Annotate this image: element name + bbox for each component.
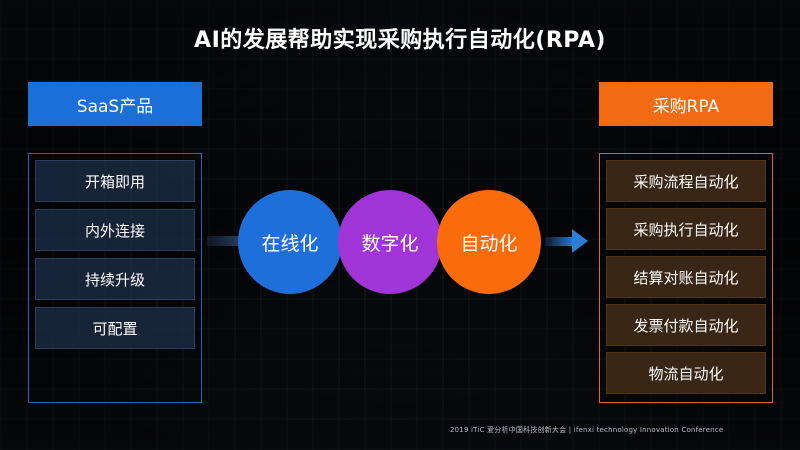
rpa-item: 结算对账自动化: [606, 256, 766, 298]
slide-title: AI的发展帮助实现采购执行自动化(RPA): [194, 28, 606, 53]
rpa-item: 发票付款自动化: [606, 304, 766, 346]
rpa-item: 采购流程自动化: [606, 160, 766, 202]
saas-item-label: 可配置: [92, 319, 138, 338]
circle-label: 在线化: [261, 232, 319, 255]
rpa-item: 采购执行自动化: [606, 208, 766, 250]
circle-label: 自动化: [460, 232, 518, 255]
circle-online: 在线化: [238, 190, 342, 294]
rpa-item-label: 发票付款自动化: [633, 316, 739, 335]
saas-item-label: 持续升级: [84, 270, 145, 289]
saas-header: SaaS产品: [28, 82, 202, 126]
saas-item: 内外连接: [35, 209, 195, 251]
circle-automation: 自动化: [437, 190, 541, 294]
left-connector: [207, 236, 255, 246]
rpa-item-label: 采购流程自动化: [633, 172, 739, 191]
saas-item: 开箱即用: [35, 160, 195, 202]
rpa-header: 采购RPA: [599, 82, 773, 126]
saas-item: 可配置: [35, 307, 195, 349]
arrow-right-shaft: [545, 237, 575, 246]
saas-item-label: 开箱即用: [84, 172, 145, 191]
arrow-right-icon: [572, 229, 588, 253]
rpa-item-label: 物流自动化: [648, 364, 724, 383]
saas-item: 持续升级: [35, 258, 195, 300]
rpa-item-label: 结算对账自动化: [633, 268, 739, 287]
footer-text: 2019 iTiC 爱分析中国科技创新大会 | ifenxi technolog…: [450, 426, 724, 434]
circle-label: 数字化: [361, 232, 419, 255]
saas-header-label: SaaS产品: [76, 96, 154, 117]
rpa-header-label: 采购RPA: [652, 96, 720, 117]
rpa-item: 物流自动化: [606, 352, 766, 394]
circle-digital: 数字化: [338, 190, 442, 294]
rpa-item-label: 采购执行自动化: [633, 220, 739, 239]
saas-feature-list: 开箱即用 内外连接 持续升级 可配置: [28, 153, 202, 403]
rpa-feature-list: 采购流程自动化 采购执行自动化 结算对账自动化 发票付款自动化 物流自动化: [599, 153, 773, 403]
saas-item-label: 内外连接: [84, 221, 145, 240]
